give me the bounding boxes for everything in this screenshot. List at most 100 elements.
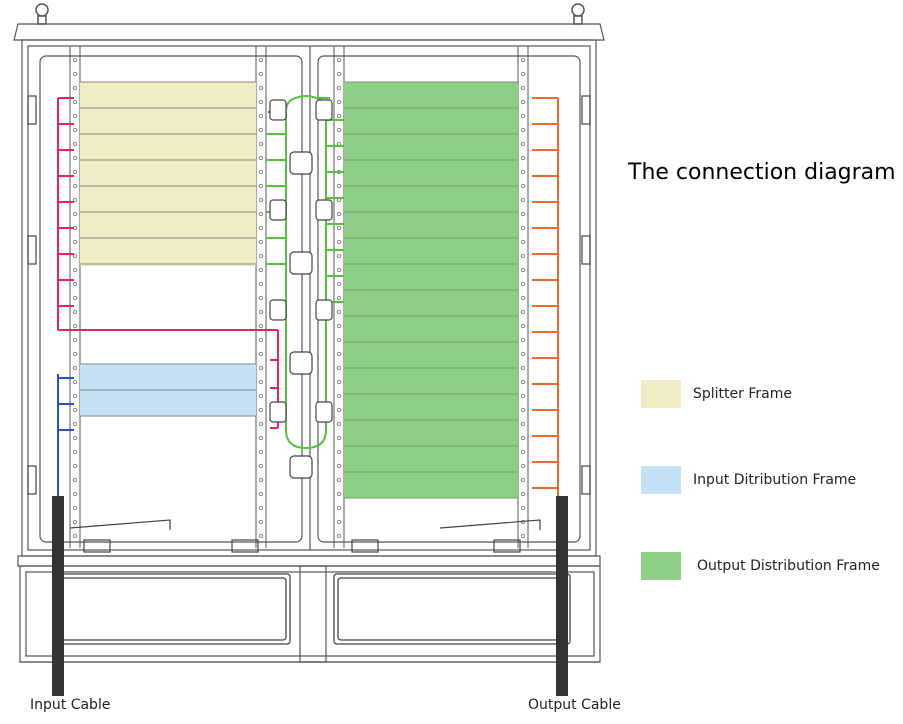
legend-label-input: Input Ditribution Frame bbox=[693, 472, 857, 488]
rail-hole bbox=[336, 337, 341, 342]
lifting-eye-right bbox=[571, 3, 585, 25]
rail-hole bbox=[336, 114, 341, 119]
input-cable-label: Input Cable bbox=[30, 697, 111, 713]
rail-hole bbox=[521, 505, 526, 510]
rail-hole bbox=[521, 114, 526, 119]
rail-hole bbox=[521, 435, 526, 440]
rail-hole bbox=[258, 393, 263, 398]
rail-hole bbox=[73, 211, 78, 216]
rail-hole bbox=[73, 435, 78, 440]
input-cable bbox=[52, 496, 64, 696]
rail-hole bbox=[336, 407, 341, 412]
rail-hole bbox=[258, 435, 263, 440]
rail-hole bbox=[73, 309, 78, 314]
rail-hole bbox=[336, 155, 341, 160]
rail-hole bbox=[258, 100, 263, 105]
rail-hole bbox=[73, 365, 78, 370]
rail-hole bbox=[73, 72, 78, 77]
rail-hole bbox=[258, 407, 263, 412]
rail-hole bbox=[258, 281, 263, 286]
rail-hole bbox=[521, 379, 526, 384]
rail-hole bbox=[521, 225, 526, 230]
rail-hole bbox=[336, 323, 341, 328]
rail-hole bbox=[73, 169, 78, 174]
rail-hole bbox=[336, 379, 341, 384]
rail-hole bbox=[336, 86, 341, 91]
rail-hole bbox=[258, 183, 263, 188]
rail-hole bbox=[336, 72, 341, 77]
rail-hole bbox=[336, 239, 341, 244]
rail-hole bbox=[258, 197, 263, 202]
rail-hole bbox=[521, 365, 526, 370]
rail-hole bbox=[336, 491, 341, 496]
rail-hole bbox=[336, 463, 341, 468]
rail-hole bbox=[258, 114, 263, 119]
rail-hole bbox=[73, 267, 78, 272]
rail-hole bbox=[521, 351, 526, 356]
output-shelf-lines bbox=[344, 81, 518, 499]
rail-hole bbox=[73, 239, 78, 244]
rail-hole bbox=[73, 253, 78, 258]
rail-hole bbox=[258, 127, 263, 132]
rail-hole bbox=[73, 379, 78, 384]
rail-hole bbox=[336, 267, 341, 272]
rail-hole bbox=[521, 72, 526, 77]
rail-hole bbox=[521, 449, 526, 454]
rail-hole bbox=[336, 351, 341, 356]
rail-hole bbox=[336, 505, 341, 510]
rail-hole bbox=[258, 491, 263, 496]
rail-hole bbox=[73, 520, 78, 525]
rail-hole bbox=[73, 463, 78, 468]
rail-hole bbox=[73, 337, 78, 342]
rail-hole bbox=[521, 407, 526, 412]
rail-hole bbox=[258, 86, 263, 91]
rail-hole bbox=[73, 127, 78, 132]
rail-hole bbox=[521, 534, 526, 539]
rail-hole bbox=[336, 393, 341, 398]
legend-label-output: Output Distribution Frame bbox=[697, 558, 880, 574]
rail-hole bbox=[258, 267, 263, 272]
legend-swatch-splitter bbox=[641, 380, 681, 408]
rail-hole bbox=[521, 127, 526, 132]
rail-hole bbox=[258, 463, 263, 468]
rail-hole bbox=[336, 365, 341, 370]
rail-hole bbox=[73, 155, 78, 160]
rail-hole bbox=[73, 281, 78, 286]
rail-hole bbox=[336, 100, 341, 105]
splitter-shelf-lines bbox=[80, 81, 256, 265]
cabinet-frame bbox=[13, 23, 605, 663]
rail-hole bbox=[521, 309, 526, 314]
rail-hole bbox=[521, 463, 526, 468]
rail-hole bbox=[73, 141, 78, 146]
legend-label-splitter: Splitter Frame bbox=[693, 386, 792, 402]
splitter-frame-block bbox=[80, 82, 256, 266]
input-connection-lines bbox=[57, 374, 74, 496]
rail-hole bbox=[521, 491, 526, 496]
rail-hole bbox=[336, 520, 341, 525]
rail-hole bbox=[336, 534, 341, 539]
rail-hole bbox=[521, 183, 526, 188]
rail-hole bbox=[73, 351, 78, 356]
rail-hole bbox=[521, 337, 526, 342]
rail-hole bbox=[336, 127, 341, 132]
patch-cord-loop bbox=[266, 95, 344, 450]
rail-hole bbox=[73, 449, 78, 454]
rail-hole bbox=[73, 183, 78, 188]
rail-hole bbox=[258, 309, 263, 314]
rail-hole bbox=[336, 253, 341, 258]
rail-hole bbox=[521, 295, 526, 300]
rail-hole bbox=[336, 58, 341, 63]
rail-hole bbox=[336, 225, 341, 230]
rail-hole bbox=[73, 114, 78, 119]
rail-hole bbox=[521, 323, 526, 328]
rail-hole bbox=[258, 520, 263, 525]
rail-hole bbox=[521, 281, 526, 286]
rail-hole bbox=[336, 309, 341, 314]
rail-hole bbox=[336, 477, 341, 482]
rail-hole bbox=[521, 421, 526, 426]
rail-hole bbox=[336, 211, 341, 216]
rail-hole bbox=[258, 169, 263, 174]
rail-hole bbox=[258, 323, 263, 328]
rail-hole bbox=[521, 477, 526, 482]
